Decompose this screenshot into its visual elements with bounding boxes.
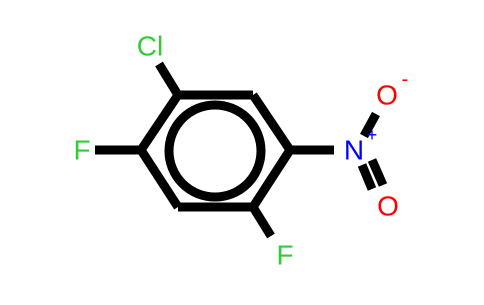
bond-c6-c1 [137, 92, 182, 153]
bond-c1-cl [155, 61, 182, 98]
atom-label-o-bottom: O [377, 190, 399, 221]
bond-c3-c4 [249, 147, 294, 210]
ring-bonds [137, 90, 294, 212]
bond-n-o-top [360, 111, 380, 139]
atom-label-f-bottom: F [276, 239, 293, 270]
bond-n-o-bottom-b [367, 158, 388, 187]
atom-label-f-left: F [73, 134, 90, 165]
charge-n-plus: + [367, 125, 378, 145]
atom-label-cl: Cl [137, 30, 163, 61]
atom-label-n: N [344, 134, 364, 165]
charge-o-minus: - [402, 68, 409, 90]
aromatic-ring-circle [164, 100, 266, 202]
bond-n-o-bottom-a [357, 163, 377, 191]
bond-c2-c3 [249, 92, 294, 153]
substituent-bonds [95, 61, 388, 239]
bond-c4-f [249, 204, 275, 239]
bond-c5-c6 [137, 147, 182, 210]
atom-label-o-top: O [376, 79, 398, 110]
